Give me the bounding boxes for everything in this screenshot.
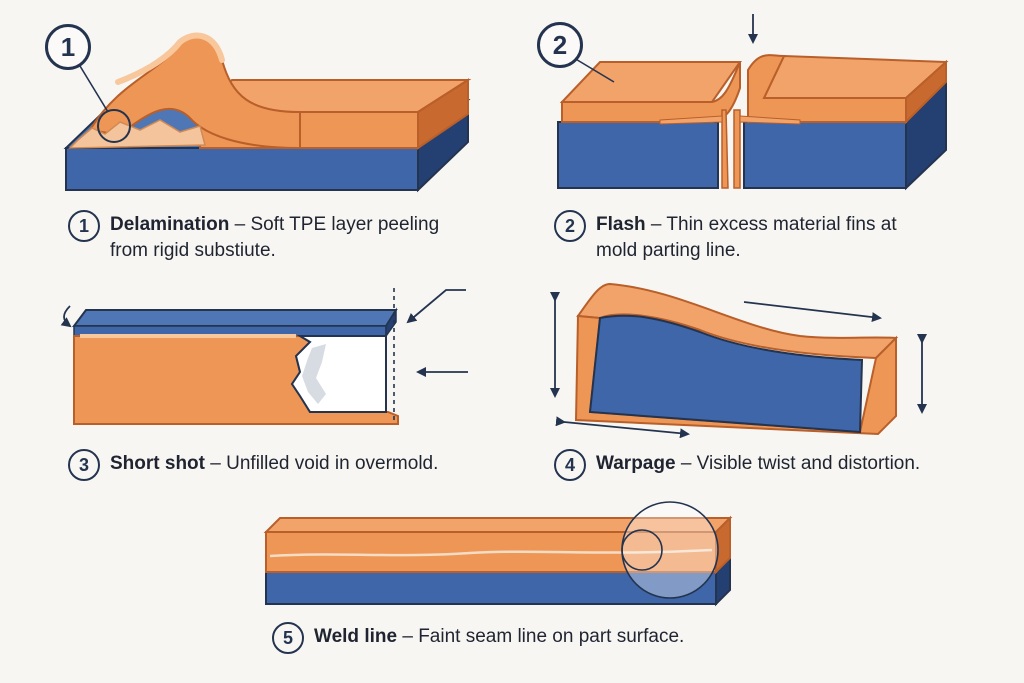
delamination-flap-highlight [115, 32, 225, 85]
caption-number-4: 4 [554, 449, 586, 481]
callout-badge-1: 1 [45, 24, 91, 70]
caption-weld-line: 5 Weld line – Faint seam line on part su… [272, 622, 752, 654]
weld-line-magnifier-small [621, 529, 663, 571]
flash-left-substrate [557, 121, 719, 189]
defect-description-2: – Thin excess material fins at mold part… [596, 214, 897, 261]
caption-text-3: Short shot – Unfilled void in overmold. [110, 451, 438, 477]
delamination-zoom-circle [97, 109, 131, 143]
short-shot-substrate-side [385, 307, 397, 339]
warpage-illustration [550, 282, 927, 439]
defect-description-5: – Faint seam line on part surface. [402, 626, 685, 647]
weld-line-magnifier-large [621, 501, 719, 599]
flash-right-tpe-side [905, 59, 947, 125]
delamination-substrate-front [65, 147, 419, 191]
defect-description-1: – Soft TPE layer peeling from rigid subs… [110, 214, 440, 261]
caption-number-3: 3 [68, 449, 100, 481]
warpage-bottom-arrow [555, 416, 690, 439]
defect-description-4: – Visible twist and distortion. [680, 453, 921, 474]
delamination-leader-line [79, 65, 109, 113]
short-shot-corner-arrow [406, 289, 466, 324]
caption-text-5: Weld line – Faint seam line on part surf… [314, 624, 684, 650]
flash-fin-left [721, 109, 729, 189]
caption-flash: 2 Flash – Thin excess material fins at m… [554, 210, 914, 264]
weld-line-tpe-side [715, 515, 731, 575]
weld-line-seam [269, 548, 713, 558]
warpage-top-arrow [743, 301, 882, 323]
defect-name-3: Short shot [110, 453, 205, 474]
caption-number-1: 1 [68, 210, 100, 242]
delamination-residue [68, 119, 206, 149]
flash-left-tpe-top [559, 61, 742, 103]
short-shot-substrate-top [72, 309, 398, 327]
short-shot-curved-arrow [60, 305, 72, 328]
defect-name-4: Warpage [596, 453, 676, 474]
short-shot-void-shadow [302, 344, 326, 404]
caption-number-2: 2 [554, 210, 586, 242]
flash-leader-line [573, 57, 615, 83]
flash-fin-spread [659, 115, 801, 125]
caption-text-4: Warpage – Visible twist and distortion. [596, 451, 920, 477]
flash-illustration [557, 14, 949, 191]
defect-name-1: Delamination [110, 214, 230, 235]
caption-warpage: 4 Warpage – Visible twist and distortion… [554, 449, 974, 481]
delamination-illustration [63, 32, 472, 193]
callout-badge-2: 2 [537, 22, 583, 68]
weld-line-illustration [263, 501, 733, 607]
short-shot-illustration [60, 288, 468, 425]
defect-name-2: Flash [596, 214, 646, 235]
defect-name-5: Weld line [314, 626, 398, 647]
caption-short-shot: 3 Short shot – Unfilled void in overmold… [68, 449, 508, 481]
caption-delamination: 1 Delamination – Soft TPE layer peeling … [68, 210, 468, 264]
delamination-tpe-side [417, 78, 469, 150]
defect-description-3: – Unfilled void in overmold. [210, 453, 439, 474]
warpage-tpe-top [576, 282, 899, 360]
flash-right-substrate [743, 121, 907, 189]
caption-number-5: 5 [272, 622, 304, 654]
flash-fin-right [733, 109, 741, 189]
warpage-substrate [588, 314, 864, 434]
caption-text-1: Delamination – Soft TPE layer peeling fr… [110, 212, 468, 264]
caption-text-2: Flash – Thin excess material fins at mol… [596, 212, 914, 264]
